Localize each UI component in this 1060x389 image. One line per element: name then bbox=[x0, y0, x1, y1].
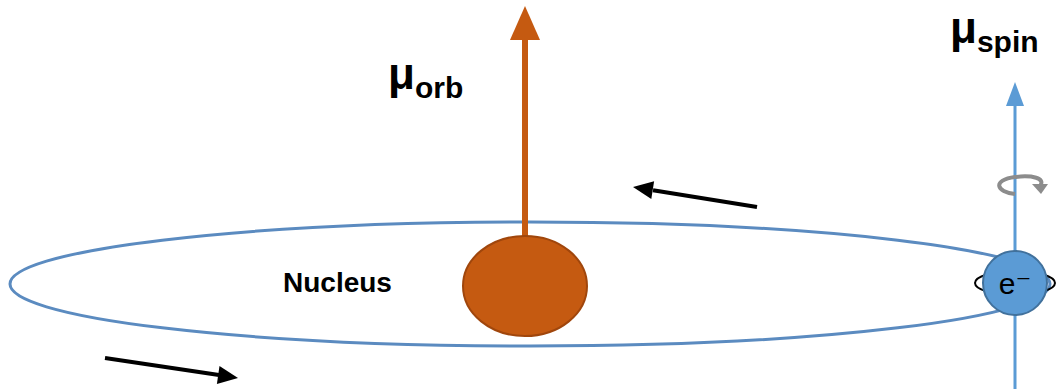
direction-arrow-head bbox=[633, 181, 654, 199]
nucleus-shape bbox=[463, 236, 587, 336]
orbit-ellipse bbox=[10, 222, 1050, 346]
orbital-moment-shaft bbox=[522, 36, 528, 260]
spin-moment-shaft bbox=[1014, 104, 1017, 389]
rotation-arrow-head bbox=[1032, 184, 1048, 194]
spin-moment-head bbox=[1006, 82, 1024, 106]
electron-circle: e⁻ bbox=[982, 250, 1048, 316]
orbital-moment-head bbox=[510, 6, 540, 40]
direction-arrow-head bbox=[217, 366, 238, 384]
direction-arrow-shaft bbox=[653, 190, 757, 207]
part-label: Nucleus bbox=[283, 268, 392, 299]
moment-label: μorb bbox=[388, 50, 463, 104]
electron-symbol: e⁻ bbox=[999, 266, 1032, 301]
moment-label: μspin bbox=[950, 4, 1039, 58]
direction-arrow-shaft bbox=[105, 358, 219, 375]
